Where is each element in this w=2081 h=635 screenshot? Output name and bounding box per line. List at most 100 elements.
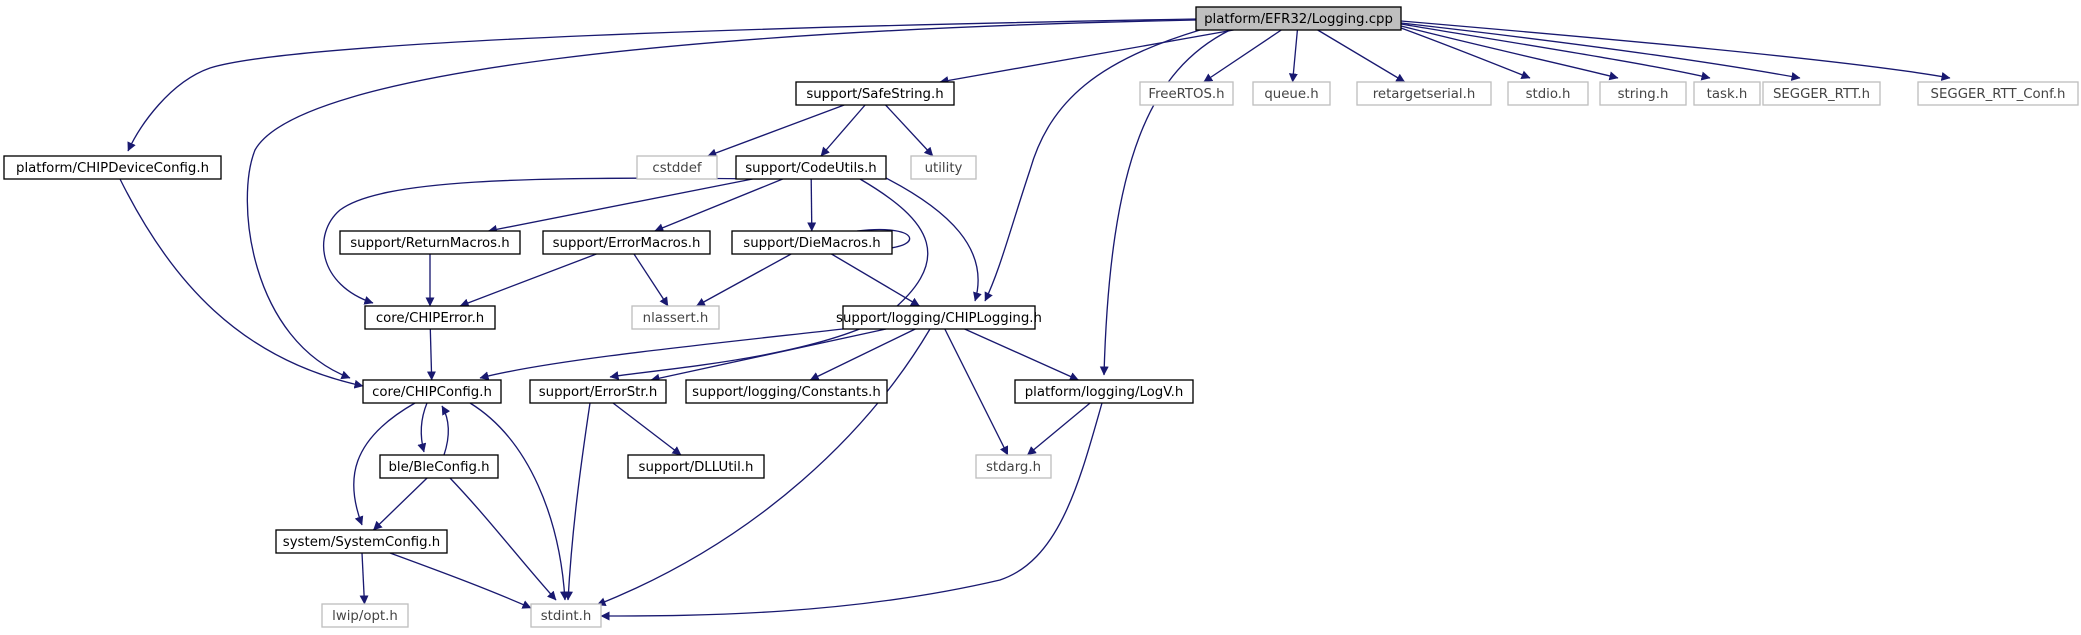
dependency-edge [944, 328, 1009, 456]
dependency-edge [487, 178, 753, 234]
file-node-label: support/DieMacros.h [743, 236, 880, 251]
file-node[interactable]: support/logging/CHIPLogging.h [836, 305, 1042, 330]
file-node-box [1252, 81, 1331, 106]
file-node-box [1356, 81, 1492, 106]
dependency-edge [612, 402, 682, 456]
file-node-label: support/CodeUtils.h [745, 161, 877, 176]
dependency-edge [479, 328, 844, 381]
file-node-box [379, 454, 499, 479]
file-node[interactable]: support/DLLUtil.h [627, 454, 765, 479]
dependency-edge [359, 552, 369, 605]
dependency-edge [1317, 29, 1406, 83]
dependency-edge [459, 253, 597, 308]
dependency-edge [449, 477, 557, 601]
file-node[interactable]: platform/CHIPDeviceConfig.h [3, 155, 222, 180]
file-node: retargetserial.h [1356, 81, 1492, 106]
file-node-label: core/CHIPConfig.h [372, 385, 492, 400]
file-node: stdarg.h [975, 454, 1052, 479]
dependency-edge [1400, 27, 1531, 80]
file-node: cstddef [636, 155, 718, 180]
file-node-box [631, 305, 720, 330]
dependency-edge [820, 104, 866, 157]
dependency-edge [696, 253, 792, 307]
file-node-label: string.h [1618, 87, 1669, 102]
file-node[interactable]: ble/BleConfig.h [379, 454, 499, 479]
dependency-edge [939, 29, 1234, 85]
file-node-box [364, 305, 496, 330]
dependency-edge [322, 177, 761, 305]
file-node-label: retargetserial.h [1373, 87, 1476, 102]
file-node-label: support/ReturnMacros.h [350, 236, 509, 251]
file-node: stdint.h [530, 603, 602, 628]
file-node-box [910, 155, 977, 180]
file-node-box [529, 379, 667, 404]
file-node[interactable]: platform/EFR32/Logging.cpp [1195, 6, 1402, 31]
file-node: string.h [1599, 81, 1687, 106]
dependency-edge [1288, 29, 1299, 83]
dependency-edge [1099, 29, 1231, 376]
file-node: lwip/opt.h [321, 603, 409, 628]
dependency-edge [563, 402, 591, 601]
dependency-edge [984, 29, 1201, 302]
dependency-edge [417, 402, 428, 453]
file-node: SEGGER_RTT.h [1762, 81, 1881, 106]
file-node[interactable]: support/SafeString.h [795, 81, 955, 106]
file-node-box [1693, 81, 1761, 106]
dependency-edge [127, 18, 1197, 152]
dependency-edge [441, 405, 451, 456]
file-node[interactable]: support/ErrorMacros.h [542, 230, 711, 255]
dependency-edge [246, 19, 1197, 380]
file-node-box [530, 603, 602, 628]
dependency-edge [600, 402, 1103, 621]
file-node-label: utility [925, 161, 963, 176]
file-node: SEGGER_RTT_Conf.h [1917, 81, 2079, 106]
file-node-label: lwip/opt.h [332, 609, 398, 624]
dependency-edge [831, 253, 920, 307]
file-node[interactable]: support/CodeUtils.h [735, 155, 887, 180]
dependency-edge [885, 104, 934, 157]
file-node-box [1917, 81, 2079, 106]
file-node: utility [910, 155, 977, 180]
file-node-label: core/CHIPError.h [376, 311, 484, 326]
file-node-box [1139, 81, 1234, 106]
dependency-edge [389, 552, 532, 609]
file-node-box [627, 454, 765, 479]
file-node-label: platform/logging/LogV.h [1025, 385, 1184, 400]
file-node[interactable]: platform/logging/LogV.h [1014, 379, 1194, 404]
file-node-box [1762, 81, 1881, 106]
file-node-label: platform/CHIPDeviceConfig.h [16, 161, 209, 176]
dependency-edge [119, 178, 364, 389]
dependency-edge [1400, 23, 1711, 81]
file-node-label: SEGGER_RTT.h [1773, 87, 1870, 102]
file-node-label: system/SystemConfig.h [283, 535, 440, 550]
file-node[interactable]: core/CHIPConfig.h [362, 379, 502, 404]
file-node[interactable]: core/CHIPError.h [364, 305, 496, 330]
file-node[interactable]: support/ErrorStr.h [529, 379, 667, 404]
file-node[interactable]: support/DieMacros.h [731, 230, 893, 255]
edges-layer [119, 18, 1951, 621]
dependency-edge [650, 328, 887, 383]
dependency-edge [609, 178, 929, 380]
dependency-edge [879, 174, 982, 302]
dependency-edge [964, 328, 1079, 381]
file-node: FreeRTOS.h [1139, 81, 1234, 106]
file-node-label: support/ErrorStr.h [539, 385, 658, 400]
dependency-edge [426, 328, 436, 381]
file-node-label: SEGGER_RTT_Conf.h [1931, 87, 2066, 102]
file-node-box [542, 230, 711, 255]
dependency-edge [596, 328, 931, 607]
file-node-label: platform/EFR32/Logging.cpp [1204, 12, 1393, 27]
dependency-edge [807, 178, 817, 232]
dependency-edge [633, 253, 669, 307]
file-node[interactable]: system/SystemConfig.h [275, 529, 448, 554]
dependency-edge [1400, 20, 1951, 81]
file-node-label: cstddef [652, 161, 702, 176]
dependency-edge [1203, 29, 1282, 83]
dependency-edge [372, 477, 428, 531]
file-node[interactable]: support/ReturnMacros.h [339, 230, 521, 255]
dependency-edge [809, 328, 916, 381]
file-node-box [685, 379, 888, 404]
file-node[interactable]: support/logging/Constants.h [685, 379, 888, 404]
file-node-label: support/ErrorMacros.h [553, 236, 701, 251]
file-node-label: queue.h [1264, 87, 1318, 102]
